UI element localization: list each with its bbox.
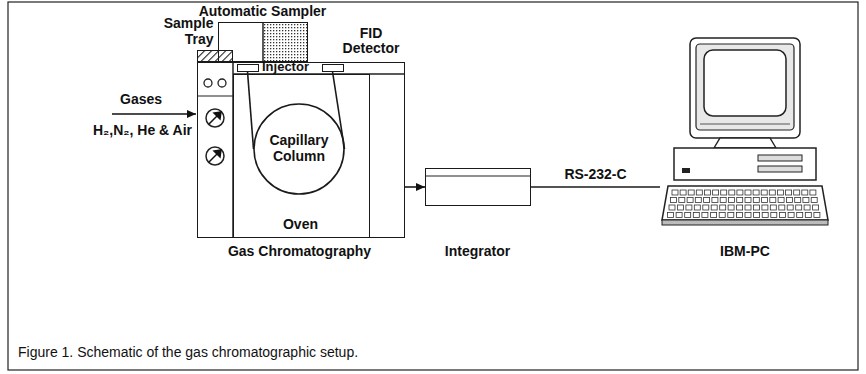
capillary-column: Capillary Column <box>253 103 345 195</box>
sampler-dotted-half <box>263 22 308 62</box>
pressure-valve <box>206 147 224 165</box>
valve-needle <box>209 112 221 124</box>
computer: IBM-PC <box>660 36 830 228</box>
figure-caption: Figure 1. Schematic of the gas chromatog… <box>18 344 838 361</box>
edge-label: RS-232-C <box>562 167 628 183</box>
gas-port <box>218 79 226 87</box>
node-label: Sample Tray <box>154 16 214 47</box>
column-line <box>248 72 254 150</box>
gas-label: Gases <box>120 92 200 108</box>
gas-inlet-arrow <box>112 113 196 115</box>
detector-port: FID Detector <box>322 64 344 72</box>
signal-line <box>531 186 660 188</box>
left-panel-shelf <box>197 95 233 96</box>
node-label: Oven <box>232 217 369 233</box>
computer-drawing <box>660 36 830 228</box>
node-label: Capillary Column <box>259 133 339 164</box>
injector-port: Injector <box>237 64 259 72</box>
pressure-valve <box>206 109 224 127</box>
sample-tray: Sample Tray <box>197 50 233 62</box>
signal-line <box>405 186 425 188</box>
integrator-paper-line <box>425 175 531 176</box>
integrator-box: Integrator <box>425 168 531 206</box>
sampler-divider <box>262 22 264 62</box>
node-label: Gas Chromatography <box>200 244 400 260</box>
gas-port <box>204 79 212 87</box>
node-label: Injector <box>262 60 320 75</box>
node-label: IBM-PC <box>675 244 815 260</box>
valve-needle <box>209 150 221 162</box>
sampler-box: Automatic Sampler <box>218 22 308 62</box>
gc-box: Gas ChromatographyInjectorFID DetectorOv… <box>197 62 405 238</box>
node-label: Integrator <box>418 244 538 260</box>
oven: Oven Capillary Column <box>233 74 370 238</box>
tray-hatching <box>197 50 233 62</box>
node-label: FID Detector <box>337 26 405 57</box>
figure-frame <box>8 2 858 370</box>
gas-list: H₂,N₂, He & Air <box>40 123 192 139</box>
